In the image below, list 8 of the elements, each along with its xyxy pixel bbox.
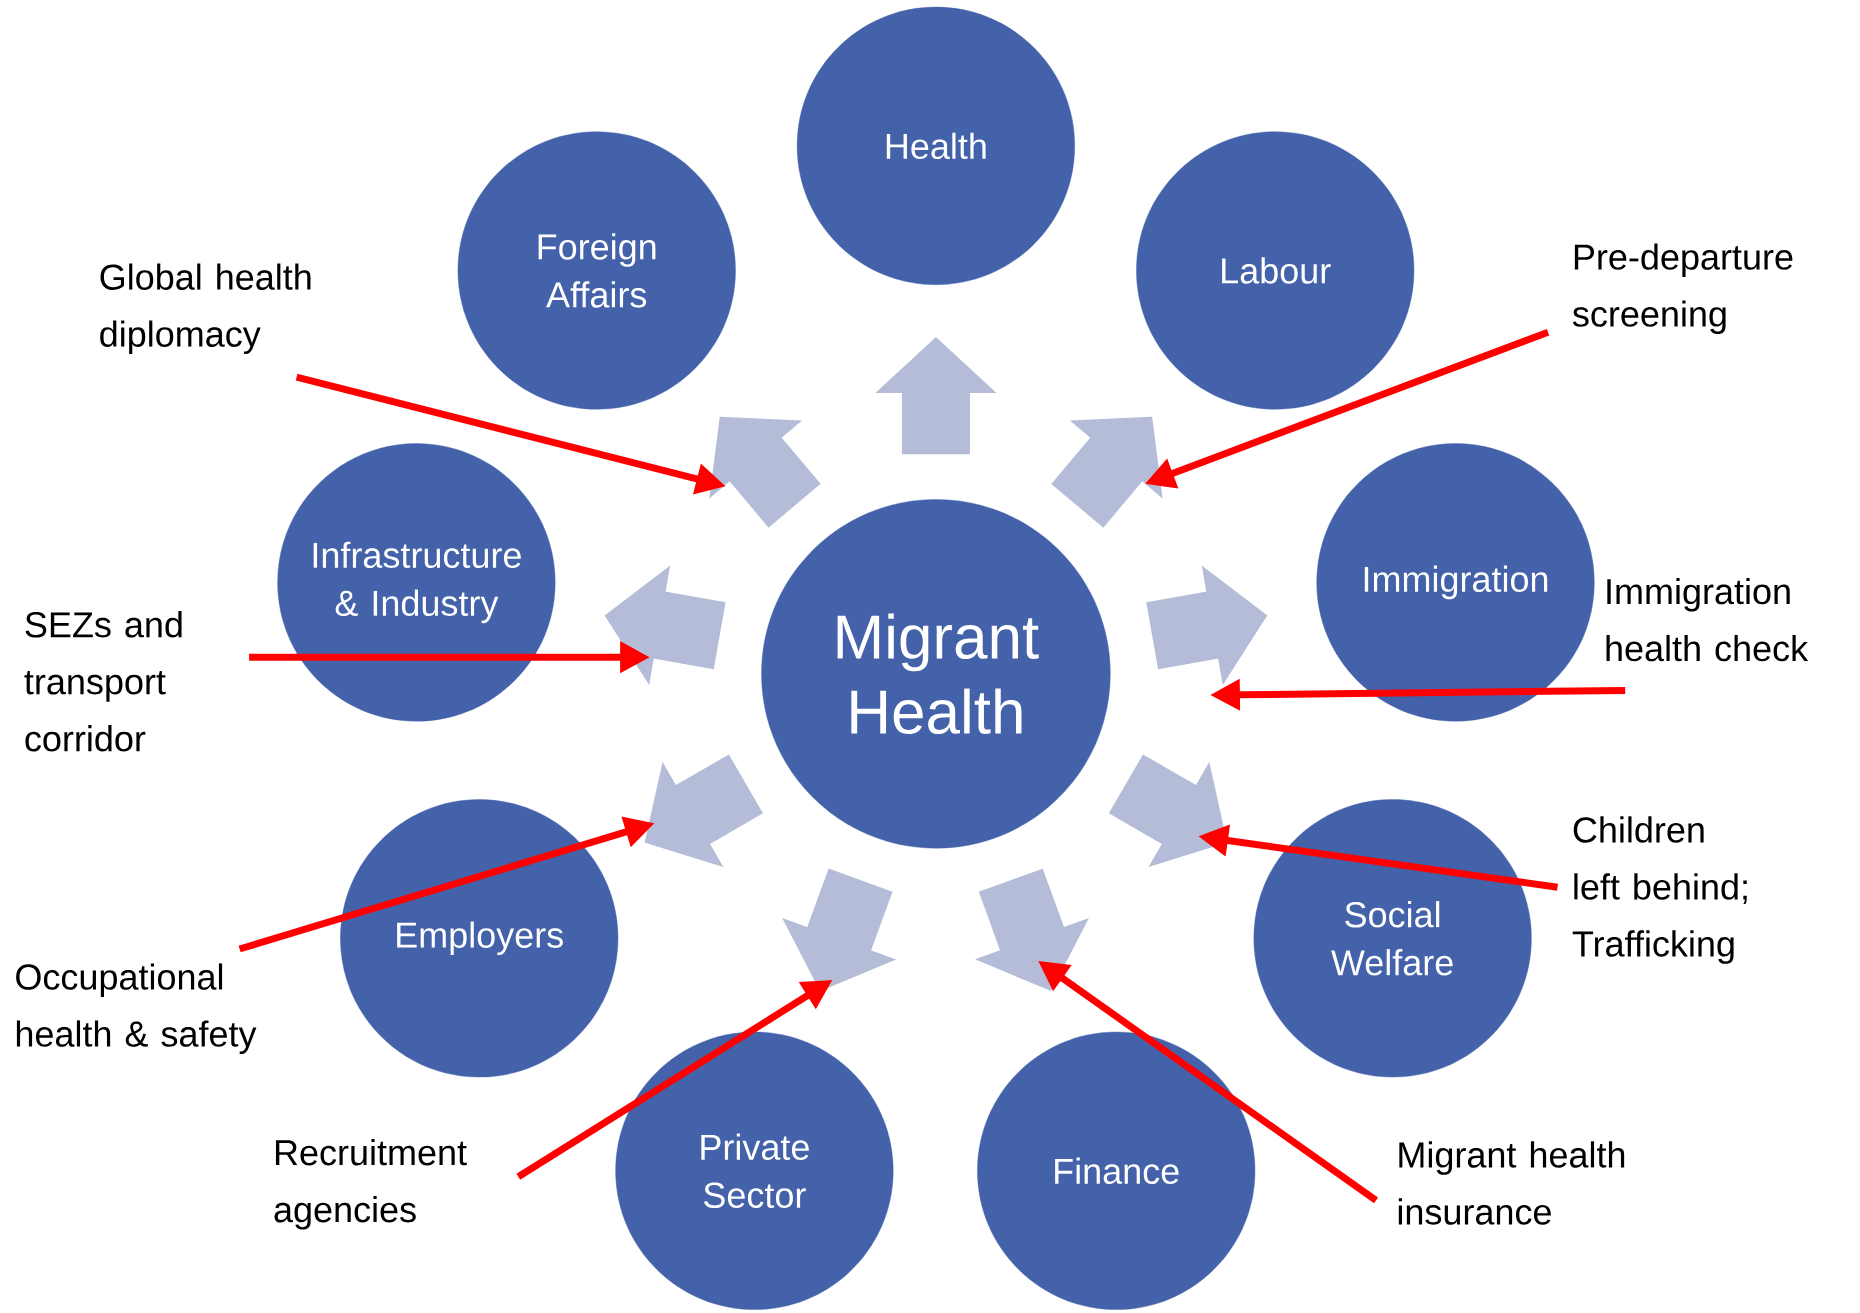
callout-text: Global health diplomacy [100, 263, 311, 355]
callout-text: Migrant health insurance [1398, 1141, 1625, 1225]
callout-text: Children left behind; Trafficking [1572, 816, 1747, 964]
callout-text: Occupational health & safety [16, 963, 257, 1054]
callout-text: Pre-departure screening [1572, 243, 1793, 334]
callout-text: Recruitment agencies [274, 1139, 467, 1230]
callout-text: Immigration health check [1606, 577, 1809, 662]
callout-text: SEZs and transport corridor [24, 611, 182, 752]
